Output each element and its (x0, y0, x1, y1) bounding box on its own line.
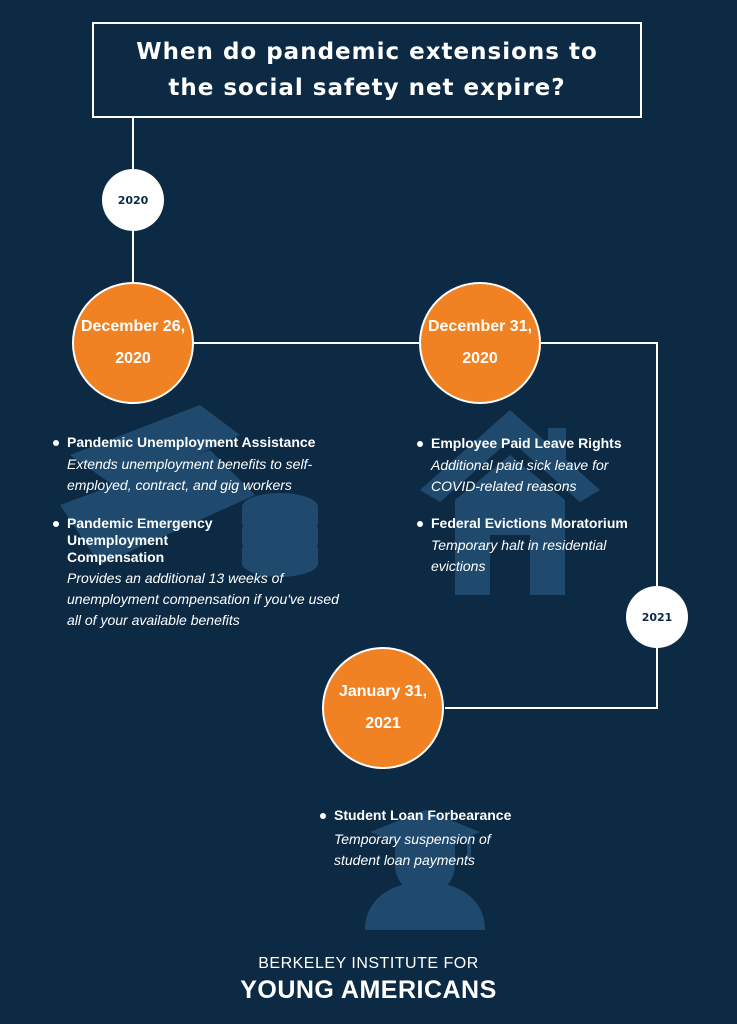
item-title: Pandemic Emergency Unemployment Compensa… (53, 515, 267, 566)
house-icon (420, 410, 600, 595)
date-line: December 26, (80, 318, 186, 335)
graduate-icon (365, 810, 485, 930)
list-item: Pandemic Emergency Unemployment Compensa… (53, 515, 353, 631)
date-year: 2021 (365, 715, 401, 732)
title-box: When do pandemic extensions to the socia… (92, 22, 642, 118)
list-item: Pandemic Unemployment Assistance Extends… (53, 434, 353, 496)
year-marker-2020: 2020 (102, 169, 164, 231)
item-title: Student Loan Forbearance (320, 807, 540, 824)
list-item: Federal Evictions Moratorium Temporary h… (417, 515, 647, 577)
page-title: When do pandemic extensions to the socia… (136, 39, 598, 101)
item-description: Additional paid sick leave for COVID-rel… (431, 457, 609, 494)
money-coins-icon (60, 405, 318, 577)
date-circle-dec31: December 31, 2020 (419, 282, 541, 404)
list-item: Student Loan Forbearance Temporary suspe… (320, 807, 540, 871)
item-title: Federal Evictions Moratorium (417, 515, 647, 532)
year-label: 2021 (641, 610, 673, 624)
date-circle-jan31: January 31, 2021 (322, 647, 444, 769)
date-year: 2020 (462, 350, 498, 367)
list-item: Employee Paid Leave Rights Additional pa… (417, 435, 647, 497)
footer-org-line2: YOUNG AMERICANS (240, 976, 497, 1004)
year-label: 2020 (117, 193, 149, 207)
date-year: 2020 (115, 350, 151, 367)
item-description: Temporary halt in residential evictions (431, 537, 607, 574)
item-title: Pandemic Unemployment Assistance (53, 434, 353, 451)
item-description: Temporary suspension of student loan pay… (334, 831, 491, 868)
item-description: Provides an additional 13 weeks of unemp… (67, 570, 339, 628)
date-circle-dec26: December 26, 2020 (72, 282, 194, 404)
item-title: Employee Paid Leave Rights (417, 435, 647, 452)
item-description: Extends unemployment benefits to self-em… (67, 456, 313, 493)
date-line: January 31, (338, 683, 428, 700)
date-line: December 31, (427, 318, 533, 335)
year-marker-2021: 2021 (626, 586, 688, 648)
footer-org-line1: BERKELEY INSTITUTE FOR (258, 955, 479, 972)
